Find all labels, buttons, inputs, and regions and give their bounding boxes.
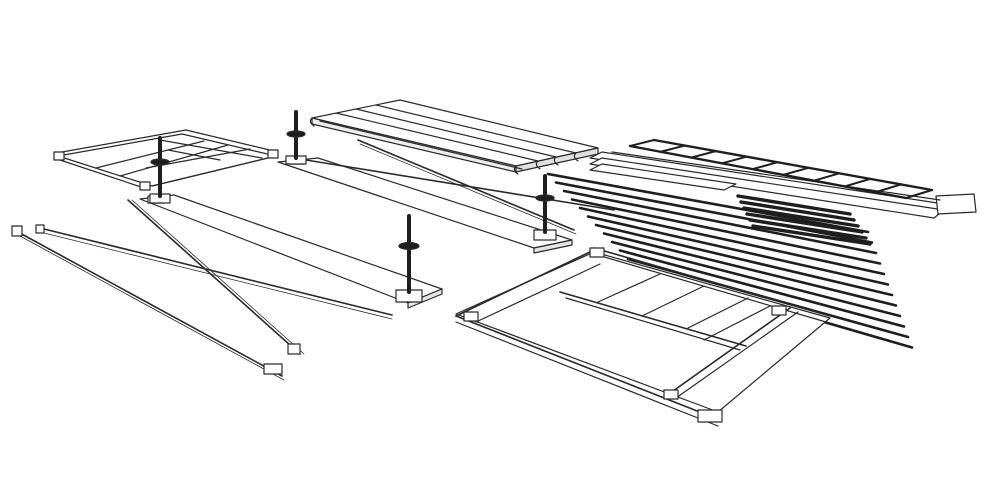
short-tube-4 (745, 212, 864, 234)
rail-rung-1 (629, 139, 655, 147)
tube-6 (586, 215, 890, 286)
screw-jack-2 (285, 110, 307, 165)
short-tube-6 (751, 224, 872, 246)
tube-4 (570, 198, 882, 265)
rail-rung-9 (874, 183, 903, 194)
tube-9 (610, 240, 902, 318)
cross-brace-3 (127, 199, 305, 355)
tube-7 (594, 223, 894, 297)
rail-rung-8 (843, 177, 872, 188)
screw-jack-4 (395, 214, 423, 303)
rail-rung-4 (721, 155, 748, 165)
tube-5 (578, 206, 886, 276)
rail-rung-6 (782, 166, 810, 176)
short-tube-1 (736, 194, 852, 216)
walk-board-deck (309, 99, 599, 175)
tube-10 (618, 249, 906, 328)
tube-3 (562, 189, 878, 255)
cross-brace-4 (305, 139, 615, 235)
short-tube-2 (739, 200, 856, 222)
rail-rung-2 (659, 144, 686, 153)
frame-panel-large (455, 247, 831, 427)
rail-rung-5 (751, 161, 779, 171)
tube-bundle (546, 172, 914, 349)
screw-jack-1 (149, 136, 171, 204)
tube-8 (602, 232, 898, 307)
tube-1 (546, 172, 870, 234)
base-plank-upper (277, 157, 573, 254)
cross-brace-2 (11, 225, 285, 381)
timber-board-stack (589, 151, 977, 219)
short-tube-5 (748, 218, 868, 240)
rail-rung-10 (905, 189, 933, 199)
short-tube-3 (742, 206, 860, 228)
rail-rung-3 (690, 150, 717, 159)
rail-rung-7 (813, 172, 841, 182)
tube-2 (554, 181, 874, 244)
guard-rail-ladder (628, 138, 934, 200)
screw-jack-3 (533, 174, 557, 241)
